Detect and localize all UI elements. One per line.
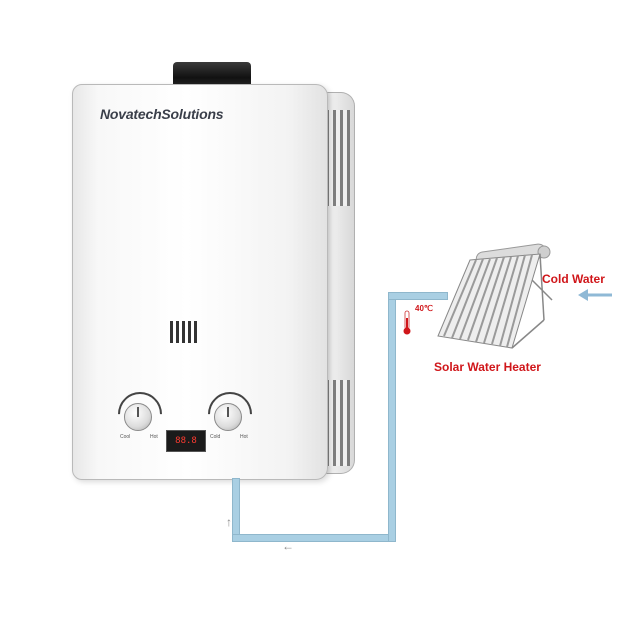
pipe-vertical-riser — [388, 292, 396, 542]
arrow-left-icon: ← — [282, 539, 294, 553]
pipe-down-from-heater — [232, 478, 240, 542]
pipe-bottom-horizontal — [232, 534, 394, 542]
flame-window — [170, 321, 200, 345]
cold-water-label: Cold Water — [542, 272, 605, 286]
knob-left-label-low: Cool — [120, 434, 131, 440]
gas-water-heater — [72, 84, 328, 480]
knob-right-label-low: Cold — [210, 434, 221, 440]
knob-right-label-high: Hot — [240, 434, 248, 440]
solar-water-heater-image — [437, 243, 553, 349]
temperature-display: 88.8 — [166, 430, 206, 452]
side-vents-bottom — [326, 380, 350, 466]
solar-water-heater-label: Solar Water Heater — [434, 360, 541, 374]
knob-left[interactable] — [124, 403, 152, 431]
temperature-label: 40℃ — [415, 304, 433, 313]
arrow-left-icon — [578, 289, 612, 301]
knob-left-label-high: Hot — [150, 434, 158, 440]
brand-logo: NovatechSolutions — [100, 106, 224, 122]
side-vents-top — [326, 110, 350, 206]
pipe-top-horizontal — [388, 292, 448, 300]
flue-pipe — [173, 62, 251, 88]
knob-right[interactable] — [214, 403, 242, 431]
thermometer-icon — [403, 310, 411, 335]
arrow-up-icon: ↑ — [226, 515, 232, 529]
